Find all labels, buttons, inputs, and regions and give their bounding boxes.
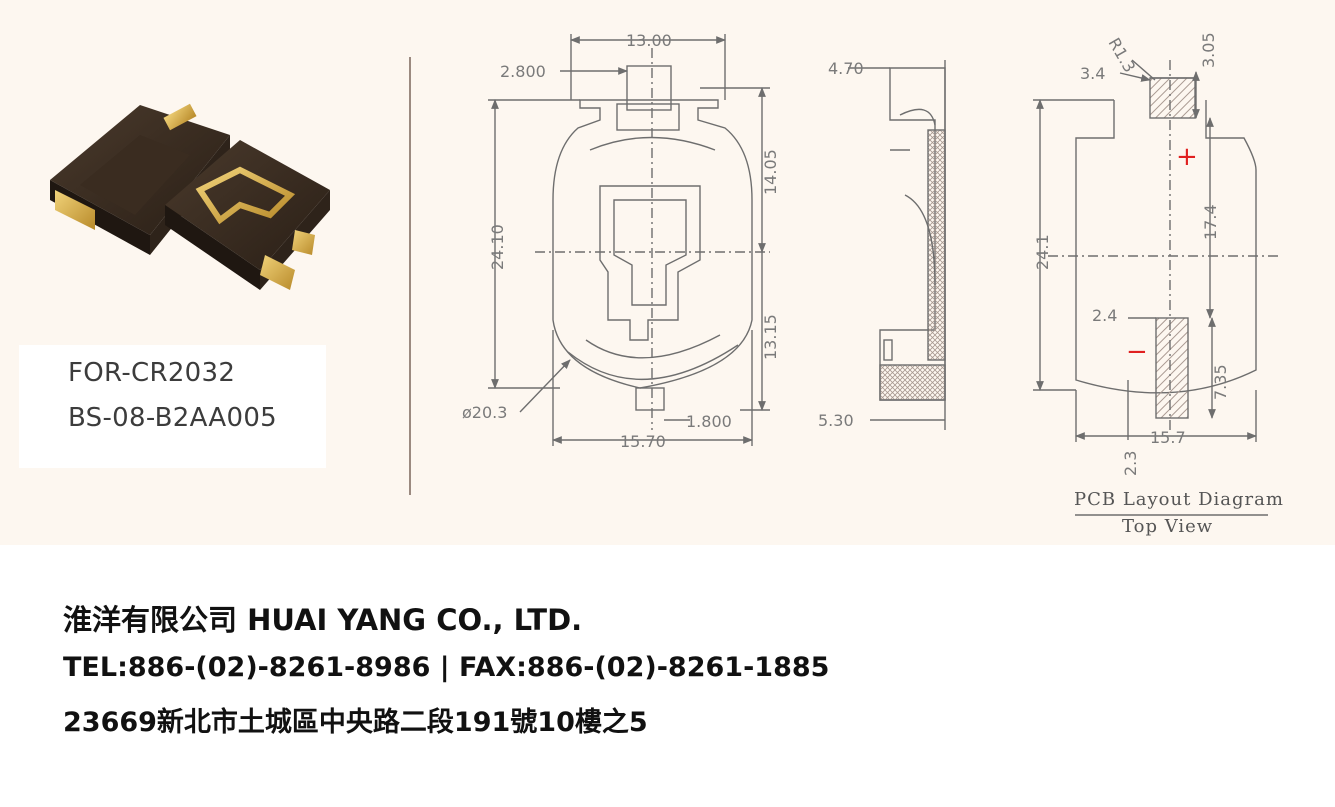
dim-tab-width: 1.800 [686, 412, 732, 431]
product-photo [50, 103, 330, 290]
dim-width-top: 13.00 [626, 31, 672, 50]
dim-lower-height: 13.15 [761, 314, 780, 360]
address: 23669新北市土城區中央路二段191號10樓之5 [63, 707, 648, 738]
dim-pad-width: 3.4 [1080, 64, 1105, 83]
technical-drawing: 13.00 2.800 24.10 14.05 13.15 ø20.3 1.80… [462, 31, 1284, 537]
dim-side-top: 4.70 [828, 59, 864, 78]
dim-neg-pad-width: 2.4 [1092, 306, 1117, 325]
dim-offset: 2.800 [500, 62, 546, 81]
model-line-1: FOR-CR2032 [68, 358, 236, 388]
dim-pad-gap: 17.4 [1201, 204, 1220, 240]
contact-info: TEL:886-(02)-8261-8986 | FAX:886-(02)-82… [63, 652, 830, 683]
dim-side-bottom: 5.30 [818, 411, 854, 430]
front-view [488, 34, 770, 446]
dim-pcb-width: 15.7 [1150, 428, 1186, 447]
model-line-2: BS-08-B2AA005 [68, 403, 278, 433]
separator-line [409, 57, 411, 495]
pcb-layout-view [1033, 59, 1280, 516]
pcb-caption-title: PCB Layout Diagram [1074, 489, 1284, 510]
dim-radius: R1.3 [1105, 35, 1140, 76]
dim-diameter: ø20.3 [462, 403, 507, 422]
dim-neg-pad-height: 7.35 [1211, 364, 1230, 400]
dim-width-bottom: 15.70 [620, 432, 666, 451]
dim-neg-offset: 2.3 [1121, 451, 1140, 476]
dim-upper-height: 14.05 [761, 149, 780, 195]
dim-pad-height: 3.05 [1199, 32, 1218, 68]
pcb-caption-subtitle: Top View [1122, 516, 1213, 537]
dim-height: 24.10 [488, 224, 507, 270]
dim-pcb-height: 24.1 [1033, 234, 1052, 270]
side-view [848, 60, 946, 430]
plus-sign: + [1176, 142, 1198, 172]
company-name: 淮洋有限公司 HUAI YANG CO., LTD. [63, 603, 583, 637]
model-label-box: FOR-CR2032 BS-08-B2AA005 [19, 345, 326, 468]
minus-sign: − [1126, 337, 1148, 367]
